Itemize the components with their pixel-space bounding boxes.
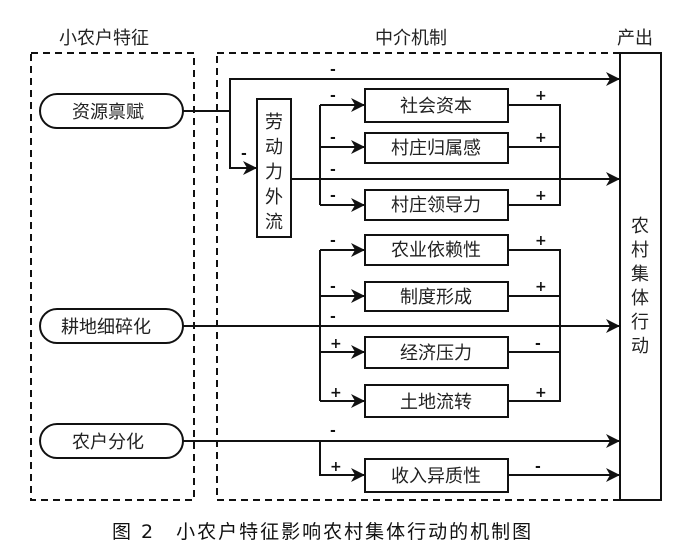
svg-text:体: 体 (631, 288, 649, 309)
svg-text:村: 村 (631, 240, 649, 261)
mediator-village-leadership (364, 189, 509, 221)
svg-text:+: + (330, 385, 342, 401)
svg-text:-: - (535, 459, 541, 475)
mediator-land-transfer-label: 土地流转 (400, 392, 472, 413)
svg-text:行: 行 (631, 312, 649, 333)
output-label: 农 村 集 体 行 动 (631, 216, 649, 357)
svg-text:-: - (330, 188, 336, 204)
paths-labor (291, 98, 620, 212)
mediator-social-capital-label: 社会资本 (400, 96, 472, 117)
mediator-institution (364, 281, 509, 312)
svg-text:+: + (330, 336, 342, 352)
svg-text:+: + (535, 233, 547, 249)
mediator-village-leadership-label: 村庄领导力 (391, 195, 481, 216)
svg-text:-: - (330, 423, 336, 439)
mediator-social-capital (364, 88, 509, 123)
svg-text:-: - (330, 309, 336, 325)
svg-text:-: - (330, 88, 336, 104)
mediator-economic-pressure-label: 经济压力 (400, 343, 472, 364)
mediator-income-heterogeneity-label: 收入异质性 (391, 466, 481, 487)
mediation-group (216, 52, 640, 501)
svg-text:-: - (241, 146, 247, 162)
svg-text:劳: 劳 (265, 112, 283, 133)
svg-text:流: 流 (265, 212, 283, 233)
paths-fragmentation (183, 243, 620, 408)
svg-text:外: 外 (265, 187, 283, 208)
section-title-output: 产出 (617, 28, 653, 49)
mediator-land-transfer (364, 384, 509, 418)
input-household-differentiation-label: 农户分化 (72, 432, 144, 453)
svg-text:-: - (535, 336, 541, 352)
svg-text:-: - (330, 233, 336, 249)
mediator-institution-label: 制度形成 (400, 287, 472, 308)
svg-text:动: 动 (265, 137, 283, 158)
svg-text:+: + (330, 459, 342, 475)
svg-text:-: - (330, 279, 336, 295)
smallholder-group (30, 52, 195, 501)
paths-differentiation (183, 434, 620, 482)
mediator-village-belonging (364, 132, 509, 164)
mediator-agri-dependence-label: 农业依赖性 (391, 240, 481, 261)
figure-caption: 图 2 小农户特征影响农村集体行动的机制图 (112, 521, 533, 543)
svg-text:-: - (330, 130, 336, 146)
sign-labels: - - - - - - + + + - - - + + + + - + - + … (241, 62, 547, 475)
input-resource-endowment-label: 资源禀赋 (72, 101, 144, 123)
svg-text:+: + (535, 188, 547, 204)
svg-text:-: - (330, 62, 336, 78)
svg-text:农: 农 (631, 216, 649, 237)
svg-text:集: 集 (631, 264, 649, 285)
input-land-fragmentation-label: 耕地细碎化 (61, 317, 151, 338)
svg-text:动: 动 (631, 336, 649, 357)
mediator-village-belonging-label: 村庄归属感 (391, 138, 481, 159)
paths-resource (183, 72, 620, 175)
svg-text:+: + (535, 88, 547, 104)
output-box (619, 52, 662, 501)
labor-outflow-box (256, 98, 292, 238)
section-title-mediation: 中介机制 (375, 28, 447, 49)
labor-outflow-label: 劳 动 力 外 流 (265, 112, 283, 233)
svg-text:-: - (330, 162, 336, 178)
svg-text:+: + (535, 385, 547, 401)
svg-text:+: + (535, 279, 547, 295)
svg-text:力: 力 (265, 162, 283, 183)
svg-text:+: + (535, 130, 547, 146)
section-title-smallholder: 小农户特征 (59, 28, 149, 49)
mediator-economic-pressure (364, 336, 509, 369)
